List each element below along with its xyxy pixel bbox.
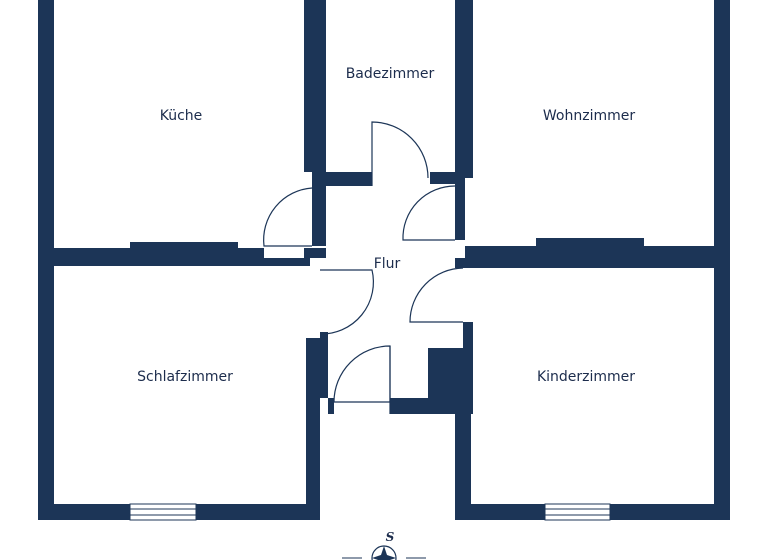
window-schlafzimmer <box>129 503 197 521</box>
wall-bottom-left-a <box>38 504 130 520</box>
door-entrance <box>333 345 391 403</box>
wall-schlaf-top <box>54 258 310 266</box>
door-kueche <box>263 187 313 247</box>
label-wohnzimmer: Wohnzimmer <box>543 108 635 124</box>
wall-kueche-right <box>304 0 312 172</box>
wall-kinder-top <box>465 258 714 268</box>
wall-flur-left-lower <box>320 332 328 398</box>
label-badezimmer: Badezimmer <box>346 66 435 82</box>
wall-flur-left-upper <box>312 186 326 246</box>
wall-flur-right-upper <box>455 184 465 240</box>
windows <box>129 503 611 521</box>
wall-bottom-right-b <box>610 504 730 520</box>
room-labels: Küche Badezimmer Wohnzimmer Flur Schlafz… <box>137 66 635 385</box>
wall-wohn-bottom-thick <box>536 238 644 258</box>
wall-flur-bottom-right <box>390 398 473 414</box>
wall-bottom-right-a <box>455 504 545 520</box>
compass-letter: S <box>386 530 395 544</box>
wall-kueche-bottom-end <box>304 248 326 258</box>
wall-outer-left <box>38 0 54 520</box>
wall-outer-right <box>714 0 730 520</box>
door-schlafzimmer <box>319 269 375 335</box>
wall-schlaf-right <box>306 338 320 520</box>
wall-bad-bottom-left <box>312 172 372 186</box>
door-badezimmer <box>371 121 429 186</box>
label-schlafzimmer: Schlafzimmer <box>137 369 233 385</box>
door-kinderzimmer <box>409 267 464 323</box>
doors <box>263 121 464 414</box>
compass-rose-icon: S <box>342 530 426 560</box>
label-kueche: Küche <box>160 108 203 124</box>
wall-kueche-bottom-thick <box>130 242 238 258</box>
walls <box>38 0 730 520</box>
wall-kinder-left <box>455 398 471 520</box>
wall-flur-left-stub <box>328 398 334 414</box>
wall-flur-right-lower <box>463 322 473 398</box>
label-flur: Flur <box>374 256 401 272</box>
wall-bad-left <box>312 0 326 172</box>
wall-kinder-top-end <box>455 258 471 268</box>
window-kinderzimmer <box>544 503 611 521</box>
wall-bottom-left-b <box>196 504 310 520</box>
door-wohnzimmer <box>402 185 456 241</box>
label-kinderzimmer: Kinderzimmer <box>537 369 635 385</box>
wall-bad-right <box>455 0 473 178</box>
wall-closet <box>428 348 463 398</box>
wall-bad-bottom-right <box>430 172 465 184</box>
